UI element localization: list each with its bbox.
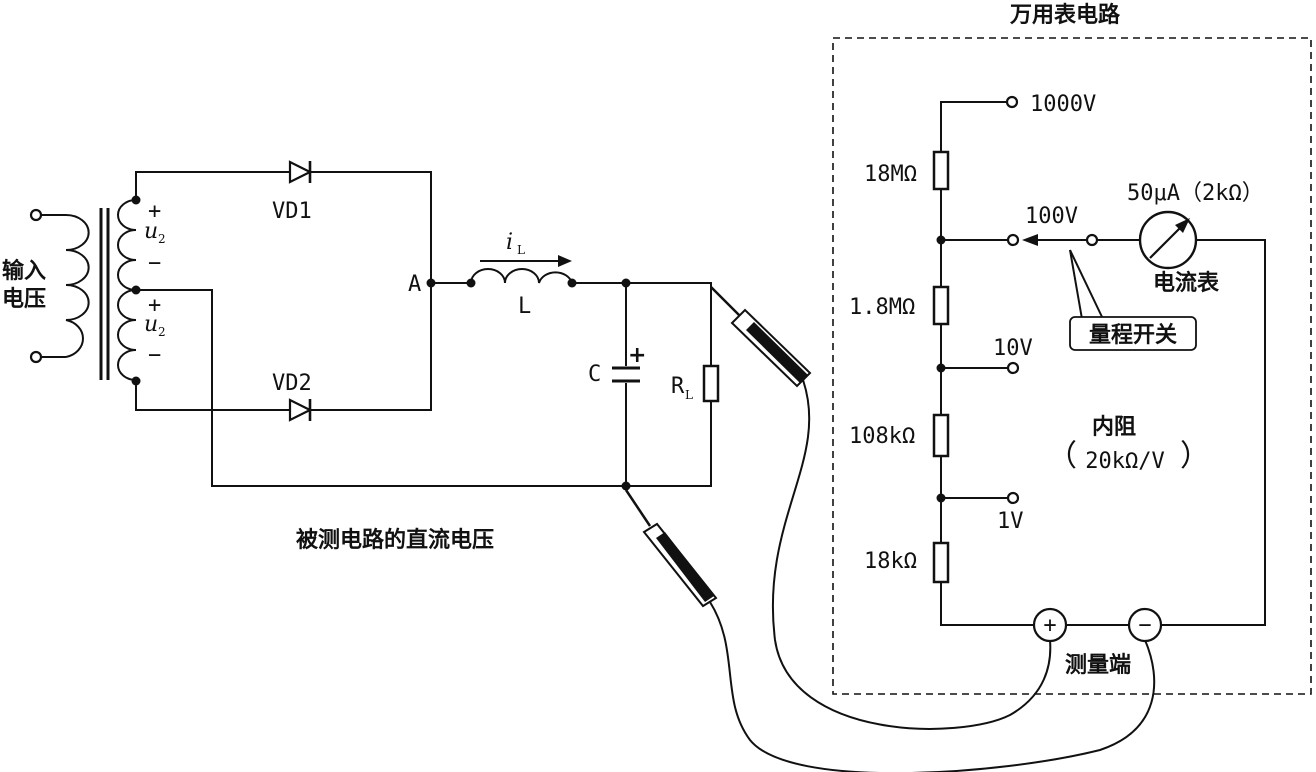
diode-vd1: [288, 160, 313, 184]
vd1-label: VD1: [272, 199, 312, 224]
inductor-label: L: [518, 294, 531, 319]
u2-top-minus: −: [148, 251, 161, 276]
rl-sub: L: [685, 388, 693, 402]
ohms-per-volt-label: 20kΩ/V: [1085, 449, 1164, 474]
probe-red: [710, 286, 812, 388]
rectifier-wires: [135, 171, 432, 411]
terminal-10v: [1006, 361, 1020, 375]
label-10v: 10V: [993, 336, 1033, 361]
meter-enclosure: [832, 37, 1312, 695]
capacitor-plus: +: [628, 343, 646, 368]
il-sub: L: [517, 243, 525, 257]
load-resistor: [702, 364, 720, 403]
ammeter-label: 电流表: [1153, 270, 1220, 296]
input-voltage-label-1: 输入: [2, 258, 46, 284]
tap-node-100v: [936, 235, 946, 245]
probe-black-lead: [709, 601, 1156, 772]
switch-callout-line-2: [1069, 249, 1083, 320]
measure-terminal-label: 测量端: [1065, 653, 1131, 678]
probe-black-tip: [624, 489, 652, 527]
paren-close: ）: [1180, 439, 1210, 474]
output-wires: [136, 282, 712, 487]
input-terminal-top: [29, 208, 43, 222]
probe-red-grip: [746, 322, 808, 383]
diode-vd2: [288, 398, 313, 422]
resistor-1-8m: [932, 285, 950, 326]
resistor-108k: [932, 413, 950, 458]
probe-red-tip: [710, 286, 741, 317]
current-arrow-head: [558, 255, 572, 267]
vd2-label: VD2: [272, 371, 312, 396]
terminal-1000v: [1005, 95, 1019, 109]
label-1-8m: 1.8MΩ: [849, 295, 915, 320]
resistor-18m: [932, 150, 950, 191]
cap-bottom-node: [621, 481, 631, 491]
inductor-coil: [470, 268, 573, 284]
input-voltage-label-2: 电压: [2, 287, 46, 312]
label-108k: 108kΩ: [849, 424, 915, 449]
internal-resistance-label: 内阻: [1092, 415, 1136, 440]
switch-callout-line-1: [1069, 249, 1104, 320]
label-100v: 100V: [1025, 204, 1078, 229]
terminal-1v: [1006, 491, 1020, 505]
primary-leads: [41, 214, 66, 358]
label-18m: 18MΩ: [864, 162, 917, 187]
switch-pivot: [1085, 233, 1099, 247]
terminal-minus[interactable]: [1127, 607, 1163, 643]
capacitor-label: C: [588, 362, 601, 387]
transformer: [29, 195, 141, 386]
il-symbol: i: [506, 230, 513, 255]
galvanometer-needle-arrow: [1175, 218, 1190, 233]
u2-bottom-symbol: u: [144, 312, 158, 337]
diode-vd1-triangle: [288, 160, 313, 184]
cap-top-node: [621, 278, 631, 288]
terminal-100v: [1006, 233, 1020, 247]
probe-black: [624, 489, 718, 608]
node-a-label: A: [408, 272, 421, 297]
u2-bottom-plus: +: [148, 293, 161, 318]
tap-node-1v: [936, 493, 946, 503]
galvanometer-needle: [1149, 224, 1184, 259]
u2-top-plus: +: [148, 199, 161, 224]
meter-title: 万用表电路: [1009, 2, 1121, 28]
probe-black-grip: [656, 532, 714, 602]
probe-red-lead: [771, 379, 1052, 730]
measured-voltage-caption: 被测电路的直流电压: [296, 527, 494, 553]
terminal-plus[interactable]: [1032, 607, 1068, 643]
range-switch-label: 量程开关: [1089, 323, 1177, 348]
label-1v: 1V: [997, 509, 1024, 534]
galvanometer-rating: 50μA（2kΩ）: [1127, 181, 1264, 206]
u2-top-sub: 2: [158, 232, 166, 246]
u2-top-symbol: u: [144, 219, 158, 244]
resistor-18k: [932, 541, 950, 584]
diode-vd2-triangle: [288, 398, 313, 422]
label-1000v: 1000V: [1030, 92, 1096, 117]
label-18k: 18kΩ: [864, 549, 917, 574]
meter-tap-wires: [941, 239, 1008, 499]
rl-symbol: R: [671, 374, 685, 399]
u2-bottom-sub: 2: [158, 325, 166, 339]
u2-bottom-minus: −: [148, 343, 161, 368]
range-switch-box: [1069, 316, 1197, 351]
paren-open: （: [1047, 439, 1077, 474]
switch-lever-arrow: [1022, 234, 1038, 246]
primary-winding: [65, 214, 90, 358]
terminal-minus-sign: −: [1138, 613, 1151, 638]
tap-node-10v: [936, 363, 946, 373]
input-terminal-bottom: [29, 350, 43, 364]
terminal-plus-sign: +: [1043, 613, 1056, 638]
